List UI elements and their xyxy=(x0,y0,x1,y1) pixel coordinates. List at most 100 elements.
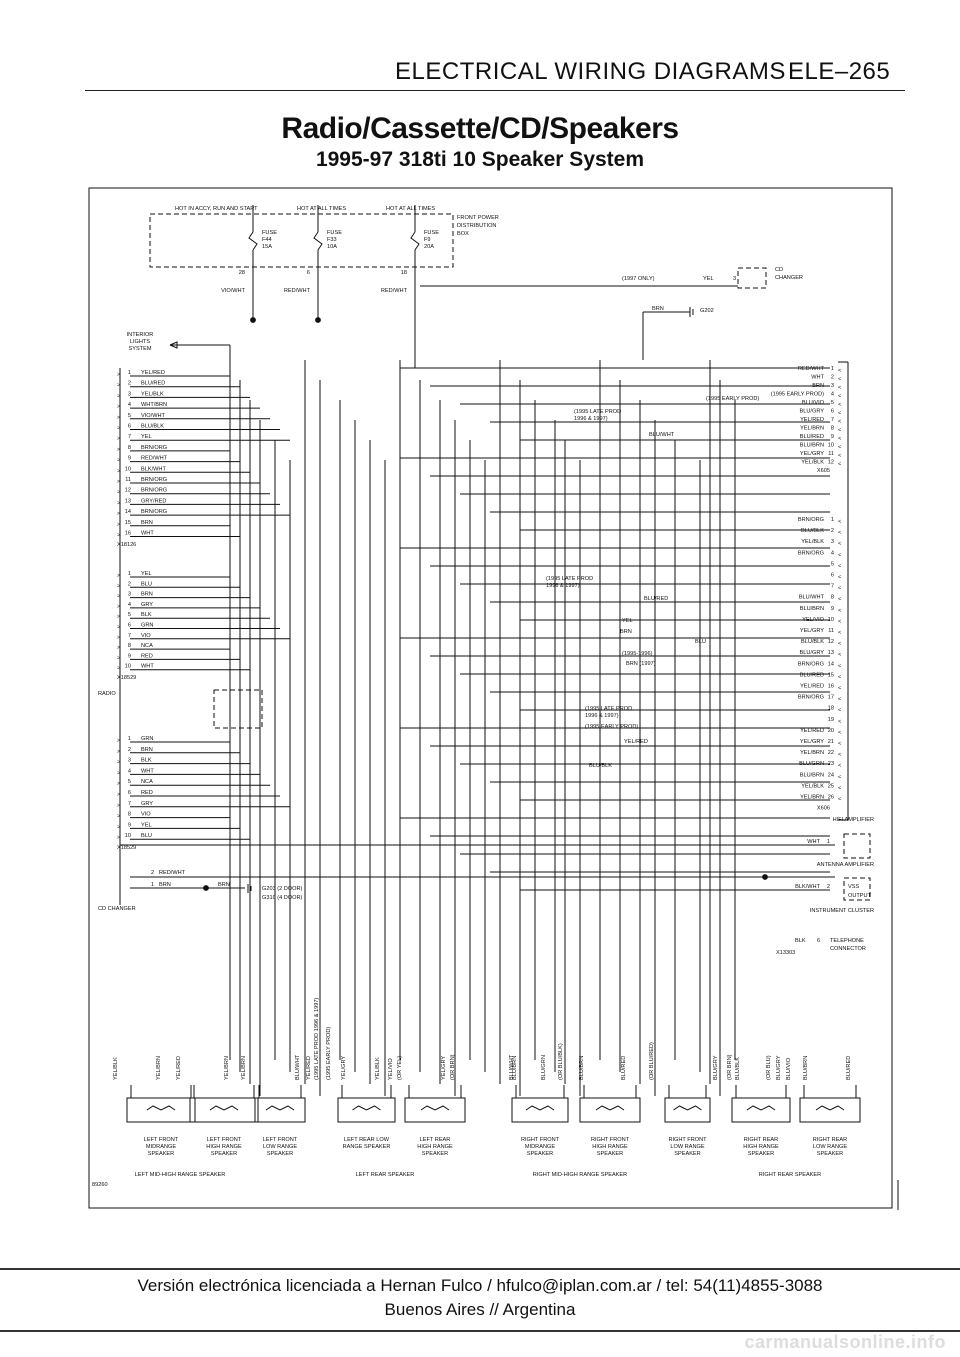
pin-wire: BLU/GRY xyxy=(800,650,825,656)
fuse-symbol xyxy=(410,231,420,251)
pin-wire: (1995 EARLY PROD) xyxy=(771,392,824,398)
pin-chevron: < xyxy=(838,445,841,451)
pin-number: 6 xyxy=(128,790,131,796)
pin-chevron: < xyxy=(838,552,841,558)
pin-chevron: > xyxy=(117,594,120,600)
page-subtitle: 1995-97 318ti 10 Speaker System xyxy=(315,148,645,171)
pin-number: 16 xyxy=(125,531,131,537)
cd-wire: BRN xyxy=(159,882,171,888)
pin-chevron: > xyxy=(117,655,120,661)
bottom-wire-label: YEL/BRN xyxy=(156,1056,162,1080)
pin-wire: YEL/VIO xyxy=(802,617,824,623)
speaker-coil xyxy=(209,1105,239,1111)
pin-chevron: < xyxy=(838,597,841,603)
pin-number: 14 xyxy=(125,509,131,515)
pin-wire: YEL/BRN xyxy=(800,426,824,432)
cd-changer-wire: YEL xyxy=(703,276,714,282)
arrow-head xyxy=(169,341,178,349)
pin-number: 3 xyxy=(128,758,131,764)
pin-chevron: > xyxy=(117,781,120,787)
fuse-pin: 18 xyxy=(401,270,407,276)
cd-pin: 2 xyxy=(151,870,154,876)
pin-wire: BLU/WHT xyxy=(799,595,825,601)
telephone-label: TELEPHONE xyxy=(830,938,864,944)
bottom-wire-label: BLU/WHT xyxy=(295,1054,301,1080)
variant-note: (1995 LATE PROD xyxy=(574,409,621,415)
pin-number: 9 xyxy=(128,653,131,659)
variant-note: 1996 & 1997) xyxy=(585,713,619,719)
instrument-cluster-label: INSTRUMENT CLUSTER xyxy=(810,908,874,914)
splice-dot xyxy=(203,885,209,891)
pin-wire: BRN/ORG xyxy=(141,477,167,483)
pin-wire: BRN/ORG xyxy=(141,509,167,515)
pin-number: 6 xyxy=(128,424,131,430)
pin-chevron: < xyxy=(838,530,841,536)
pin-chevron: > xyxy=(117,814,120,820)
pin-chevron: > xyxy=(117,468,120,474)
pin-number: 1 xyxy=(128,736,131,742)
bottom-wire-label: (OR BLU) xyxy=(766,1055,772,1080)
variant-wire: YEL/RED xyxy=(624,739,648,745)
pin-chevron: > xyxy=(117,447,120,453)
variant-note: 1996 & 1997) xyxy=(574,416,608,422)
cd-changer-label: CD xyxy=(775,267,783,273)
pin-number: 7 xyxy=(128,633,131,639)
pin-chevron: < xyxy=(838,453,841,459)
pin-chevron: < xyxy=(838,630,841,636)
pin-chevron: > xyxy=(117,803,120,809)
pin-chevron: < xyxy=(838,586,841,592)
pin-number: 4 xyxy=(128,602,131,608)
pin-wire: RED xyxy=(141,653,153,659)
fuse-wire: RED/WHT xyxy=(284,288,311,294)
pin-number: 4 xyxy=(831,550,834,556)
splice-dot xyxy=(315,317,321,323)
pin-wire: YEL/BLK xyxy=(801,460,824,466)
variant-note: 1996 & 1997) xyxy=(546,583,580,589)
speaker-group-label: LEFT MID-HIGH RANGE SPEAKER xyxy=(135,1172,226,1178)
bottom-wire-label: BLU/VIO xyxy=(786,1057,792,1080)
antenna-pin: 1 xyxy=(827,839,830,845)
speaker-label: LOW RANGE xyxy=(813,1144,847,1150)
speaker-coil xyxy=(420,1105,450,1111)
speaker-label: RANGE SPEAKER xyxy=(343,1144,391,1150)
pin-chevron: > xyxy=(117,393,120,399)
pin-wire: YEL/RED xyxy=(800,684,824,690)
pin-chevron: < xyxy=(838,541,841,547)
fuse-hot-label: HOT IN ACCY, RUN AND START xyxy=(175,206,258,212)
bottom-wire-label: YEL/BLK xyxy=(375,1057,381,1080)
pin-wire: VIO xyxy=(141,812,151,818)
pin-chevron: < xyxy=(838,763,841,769)
speaker-group-label: LEFT REAR SPEAKER xyxy=(356,1172,415,1178)
pin-wire: VIO/WHT xyxy=(141,413,166,419)
pin-number: 26 xyxy=(828,795,834,801)
speaker-label: RIGHT REAR xyxy=(813,1137,847,1143)
speaker-label: RIGHT FRONT xyxy=(668,1137,707,1143)
bottom-wire-label: BLU/RED xyxy=(621,1056,627,1080)
pin-wire: BLU/BLK xyxy=(141,424,164,430)
pin-chevron: < xyxy=(838,462,841,468)
pin-number: 18 xyxy=(828,706,834,712)
variant-note: (1995 EARLY PROD) xyxy=(585,724,638,730)
figure-id: 89260 xyxy=(92,1182,108,1188)
bottom-wire-label: (OR BLU/RED) xyxy=(649,1042,655,1080)
pin-number: 17 xyxy=(828,695,834,701)
fuse-hot-label: HOT AT ALL TIMES xyxy=(386,206,435,212)
pin-wire: GRY xyxy=(141,801,153,807)
cd-wire: BRN xyxy=(218,882,230,888)
bottom-wire-label: YEL/VIO xyxy=(388,1058,394,1080)
variant-wire: BLU/BLK xyxy=(589,763,612,769)
variant-wire: BLU/WHT xyxy=(649,432,675,438)
pin-chevron: < xyxy=(838,563,841,569)
pin-chevron: < xyxy=(838,797,841,803)
pin-wire: BLU/VIO xyxy=(802,400,825,406)
pin-number: 2 xyxy=(128,381,131,387)
speaker-label: SPEAKER xyxy=(597,1151,623,1157)
pin-number: 1 xyxy=(831,517,834,523)
fuse-id: F44 xyxy=(262,237,272,243)
variant-note: (1995 LATE PROD xyxy=(585,706,632,712)
pin-chevron: > xyxy=(117,666,120,672)
vss-label: OUTPUT xyxy=(848,893,872,899)
speaker-coil xyxy=(265,1105,295,1111)
speaker-box xyxy=(404,1097,466,1123)
